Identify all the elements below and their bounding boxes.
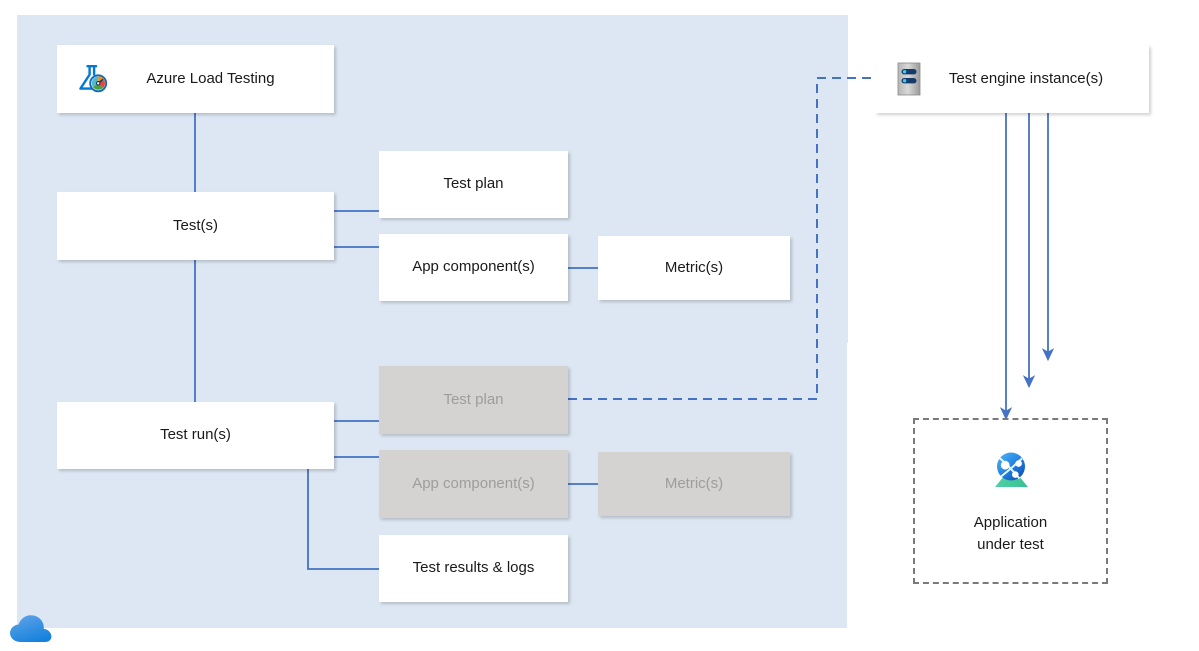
azure-load-testing-service-panel (17, 15, 848, 628)
wire-run-testplan-to-engines (568, 77, 875, 400)
run-app-components-box[interactable]: App component(s) (379, 450, 568, 518)
app-components-box[interactable]: App component(s) (379, 234, 568, 301)
run-metrics-box[interactable]: Metric(s) (598, 452, 790, 516)
metrics-box[interactable]: Metric(s) (598, 236, 790, 300)
service-header-label: Azure Load Testing (146, 69, 275, 87)
app-label-line2: under test (977, 535, 1044, 553)
tests-label: Test(s) (173, 216, 218, 234)
engine-header-label: Test engine instance(s) (948, 69, 1104, 87)
server-instance-icon (893, 61, 925, 97)
tests-box[interactable]: Test(s) (57, 192, 334, 260)
test-results-logs-box[interactable]: Test results & logs (379, 535, 568, 602)
metrics-label: Metric(s) (664, 258, 724, 276)
test-runs-label: Test run(s) (160, 426, 231, 444)
run-test-plan-label: Test plan (443, 390, 504, 408)
service-header-box[interactable]: Azure Load Testing (57, 45, 334, 113)
application-under-test-box[interactable]: Application under test (913, 418, 1108, 584)
app-components-label: App component(s) (412, 258, 535, 276)
web-app-globe-icon (988, 447, 1034, 498)
test-plan-label: Test plan (443, 175, 504, 193)
run-metrics-label: Metric(s) (664, 474, 724, 492)
flask-gauge-icon (75, 62, 109, 96)
run-test-plan-box[interactable]: Test plan (379, 366, 568, 434)
test-plan-box[interactable]: Test plan (379, 151, 568, 218)
wire-testruns-to-results (307, 469, 379, 570)
run-app-components-label: App component(s) (412, 474, 535, 492)
test-results-logs-label: Test results & logs (412, 559, 535, 577)
engine-header-box[interactable]: Test engine instance(s) (875, 45, 1149, 113)
cloud-icon (8, 612, 54, 651)
application-under-test-label: Application under test (974, 512, 1047, 556)
test-runs-box[interactable]: Test run(s) (57, 402, 334, 469)
app-label-line1: Application (973, 513, 1048, 531)
